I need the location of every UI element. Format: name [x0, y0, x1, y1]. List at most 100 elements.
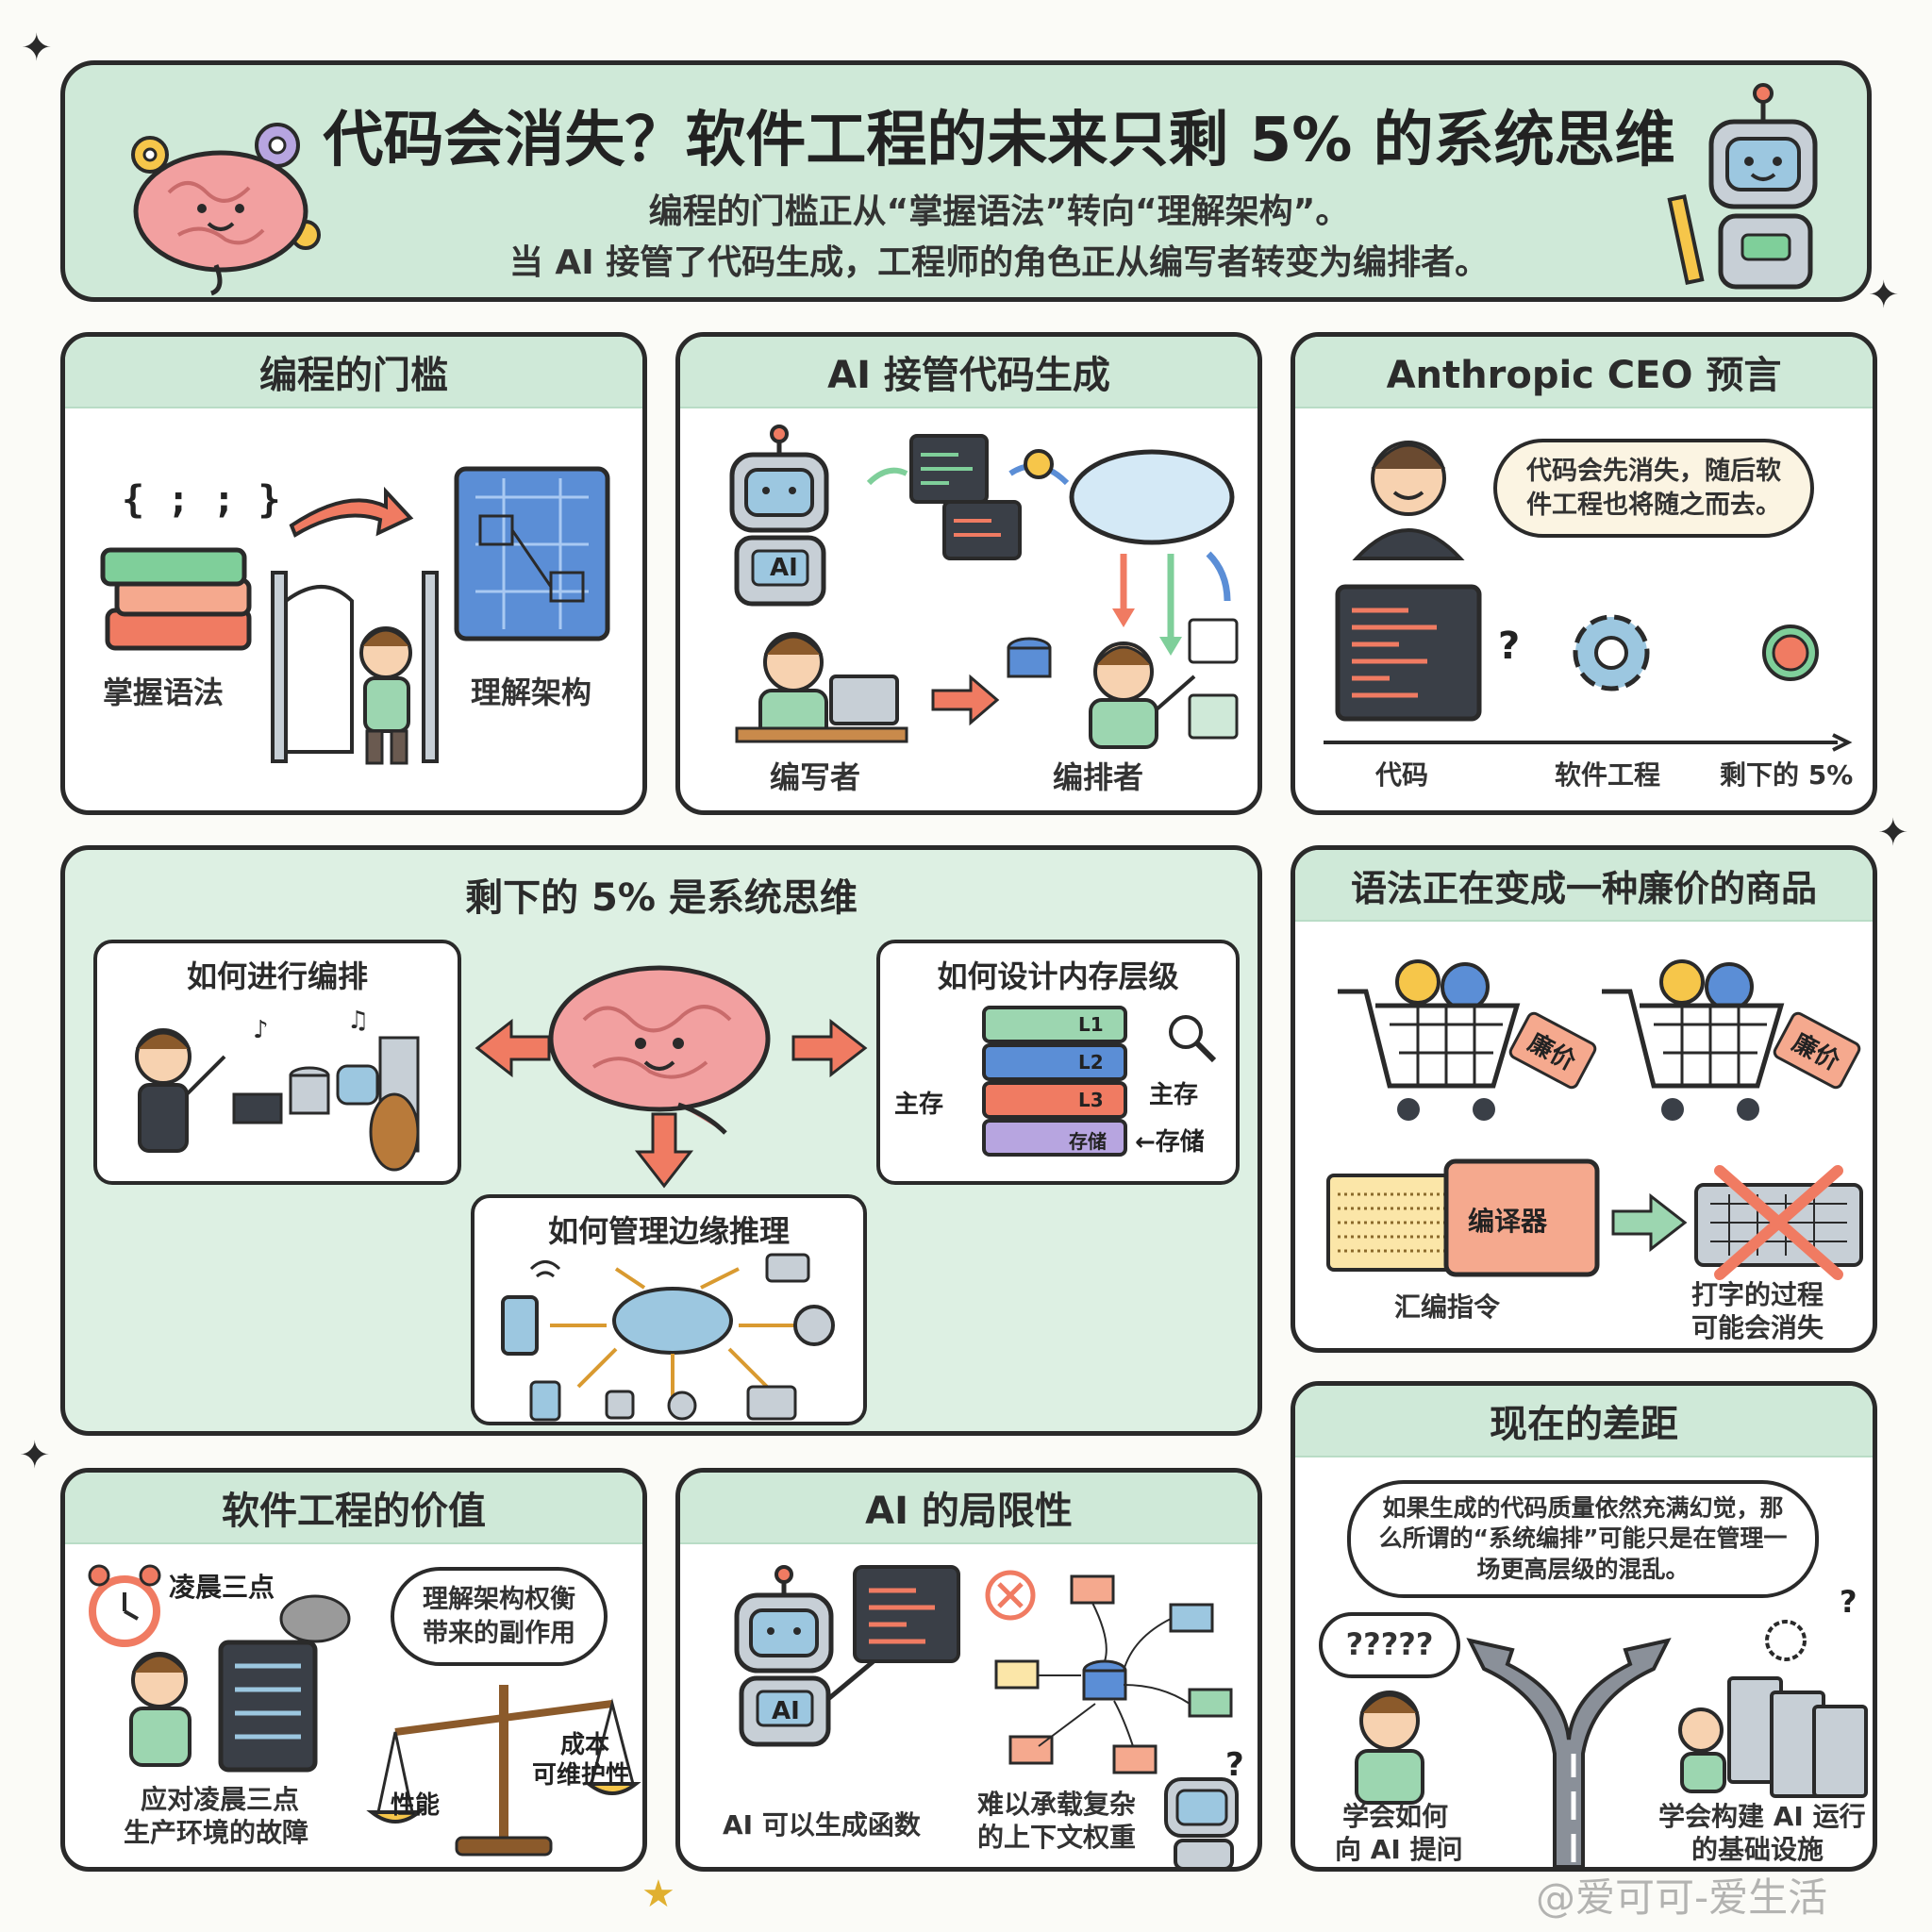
memory-level-l1: L1 — [1078, 1013, 1104, 1036]
svg-text:♪: ♪ — [253, 1016, 269, 1044]
label-understand-architecture: 理解架构 — [471, 675, 592, 710]
robot-chest-label: AI — [770, 554, 798, 582]
code-window-icon — [1335, 584, 1482, 722]
label-writer: 编写者 — [770, 759, 861, 795]
conductor-orchestra-icon: ♪♫ — [135, 1007, 420, 1172]
arrow-right-icon — [931, 674, 1000, 726]
question-mark: ? — [1225, 1746, 1244, 1784]
arrow-down-icon — [634, 1112, 694, 1189]
label-assembly: 汇编指令 — [1394, 1291, 1501, 1323]
panel-ceo-prediction: Anthropic CEO 预言 代码会先消失，随后软件工程也将随之而去。 ? … — [1291, 332, 1877, 815]
label-orchestrator: 编排者 — [1053, 759, 1144, 795]
memory-level-l2: L2 — [1078, 1051, 1104, 1074]
code-syntax-glyph: { ; ; } — [122, 478, 281, 522]
gap-quote-bubble: 如果生成的代码质量依然充满幻觉，那么所谓的“系统编排”可能只是在管理一场更高层级… — [1347, 1480, 1819, 1598]
panel-title: AI 的局限性 — [680, 1473, 1257, 1544]
question-mark: ? — [1840, 1584, 1857, 1620]
flow-arrows-icon — [1112, 551, 1231, 656]
panel-se-value: 软件工程的价值 凌晨三点 理解架构权衡带来的副作用 性能 成本 可维护性 应对凌… — [60, 1468, 647, 1872]
blueprint-icon — [454, 466, 610, 641]
writer-person-icon — [735, 632, 908, 743]
panel-current-gap: 现在的差距 如果生成的代码质量依然充满幻觉，那么所谓的“系统编排”可能只是在管理… — [1291, 1381, 1877, 1872]
label-3am: 凌晨三点 — [169, 1572, 275, 1603]
sparkle-icon: ✦ — [21, 26, 53, 70]
label-master-syntax: 掌握语法 — [103, 675, 225, 710]
compiler-label: 编译器 — [1468, 1206, 1548, 1237]
alarm-clock-icon — [88, 1564, 161, 1647]
page-subtitle-line-1: 编程的门槛正从“掌握语法”转向“理解架构”。 — [648, 192, 1350, 231]
scale-label-maintainability: 可维护性 — [532, 1761, 631, 1790]
caption-ask-ai-line-2: 向 AI 提问 — [1335, 1834, 1463, 1865]
caption-ai-generates-functions: AI 可以生成函数 — [723, 1809, 921, 1840]
sparkle-icon: ✦ — [1868, 274, 1900, 317]
complex-context-network-icon — [985, 1570, 1233, 1774]
engineer-server-icon — [129, 1640, 318, 1773]
card-title: 如何进行编排 — [186, 958, 368, 994]
confused-robot-icon — [1164, 1777, 1239, 1867]
label-typing-1: 打字的过程 — [1691, 1279, 1824, 1310]
panel-ai-takeover: AI 接管代码生成 AI — [675, 332, 1262, 815]
memory-label-storage-right: ←存储 — [1135, 1128, 1205, 1157]
smoke-icon — [279, 1594, 351, 1643]
brain-icon — [548, 965, 771, 1135]
axis-label-software-engineering: 软件工程 — [1555, 759, 1661, 791]
panel-systems-thinking: 剩下的 5% 是系统思维 如何进行编排 ♪♫ 如何设计内存层 — [60, 845, 1262, 1436]
panel-title: 剩下的 5% 是系统思维 — [465, 876, 858, 920]
caption-ask-ai-line-1: 学会如何 — [1342, 1801, 1449, 1832]
books-icon — [100, 547, 252, 651]
watermark: @爱可可-爱生活 — [1536, 1874, 1828, 1921]
memory-level-l3: L3 — [1078, 1089, 1104, 1111]
arrow-right-icon — [791, 1018, 868, 1078]
ceo-avatar — [1352, 441, 1465, 560]
tradeoff-thought-bubble: 理解架构权衡带来的副作用 — [391, 1567, 608, 1666]
header-banner: 代码会消失？软件工程的未来只剩 5% 的系统思维 编程的门槛正从“掌握语法”转向… — [60, 60, 1872, 302]
axis-label-remaining-5: 剩下的 5% — [1720, 759, 1854, 791]
panel-title: 现在的差距 — [1295, 1386, 1873, 1457]
axis-label-code: 代码 — [1375, 759, 1429, 791]
panel-title: 软件工程的价值 — [65, 1473, 642, 1544]
robot-icon — [1667, 83, 1818, 290]
caption-context-line-2: 的上下文权重 — [977, 1822, 1137, 1853]
memory-label-main-right: 主存 — [1149, 1081, 1199, 1109]
memory-stack-icon — [982, 1006, 1127, 1157]
edge-network-icon — [501, 1253, 835, 1422]
sparkle-icon: ★ — [641, 1873, 675, 1916]
robot-icon — [729, 425, 829, 607]
confused-thought-bubble: ????? — [1319, 1612, 1460, 1678]
keyboard-crossed-icon — [1694, 1165, 1863, 1280]
caption-3am-line-1: 应对凌晨三点 — [141, 1784, 300, 1815]
card-memory-hierarchy: 如何设计内存层级 L1 L2 L3 存储 主存 主存 ←存储 — [876, 940, 1240, 1185]
target-dot-icon — [1762, 625, 1819, 681]
arrow-right-icon — [289, 486, 414, 538]
brain-icon — [131, 123, 321, 296]
magnifier-icon — [1169, 1015, 1217, 1063]
assembly-compiler-icon — [1326, 1158, 1600, 1277]
card-edge-inference: 如何管理边缘推理 — [471, 1194, 867, 1425]
question-mark: ? — [1498, 625, 1521, 668]
sparkle-icon: ✦ — [19, 1434, 51, 1477]
arrow-left-icon — [475, 1018, 551, 1078]
panel-threshold: 编程的门槛 { ; ; } 掌握语法 理解架构 — [60, 332, 647, 815]
panel-title: 编程的门槛 — [65, 337, 642, 408]
gear-icon — [1573, 614, 1650, 691]
shopping-cart-icon — [1602, 959, 1785, 1121]
panel-title: Anthropic CEO 预言 — [1295, 337, 1873, 408]
panel-ai-limits: AI 的局限性 AI ? AI 可以生成函数 难以承载复杂 的上下文权重 — [675, 1468, 1262, 1872]
gate-icon — [271, 571, 439, 765]
shopping-cart-icon — [1338, 959, 1521, 1121]
caption-infra-line-1: 学会构建 AI 运行 — [1658, 1801, 1866, 1832]
card-title: 如何设计内存层级 — [937, 958, 1179, 994]
label-typing-2: 可能会消失 — [1691, 1312, 1824, 1343]
scale-label-cost: 成本 — [560, 1731, 610, 1759]
balance-scale-icon — [366, 1685, 641, 1857]
scale-label-performance: 性能 — [391, 1791, 441, 1820]
caption-context-line-1: 难以承载复杂 — [977, 1789, 1137, 1820]
arrow-right-icon — [1611, 1192, 1688, 1253]
thinking-person-icon — [1355, 1690, 1424, 1805]
caption-infra-line-2: 的基础设施 — [1691, 1834, 1824, 1865]
svg-text:♫: ♫ — [347, 1007, 369, 1035]
page-subtitle-line-2: 当 AI 接管了代码生成，工程师的角色正从编写者转变为编排者。 — [508, 243, 1490, 282]
infrastructure-servers-icon — [1678, 1620, 1868, 1798]
robot-chest-label: AI — [772, 1697, 800, 1725]
panel-title: 语法正在变成一种廉价的商品 — [1295, 850, 1873, 922]
